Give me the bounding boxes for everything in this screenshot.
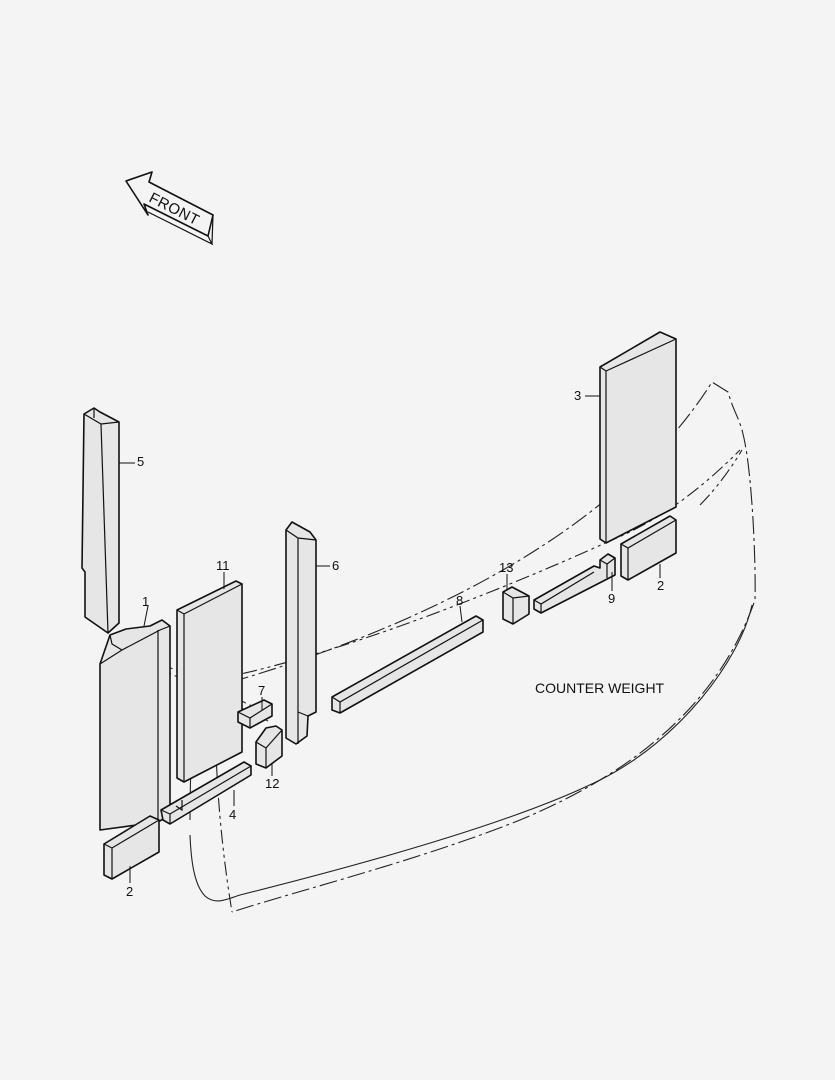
- part-7-bar: [237, 699, 273, 729]
- leader-lines: [119, 395, 661, 883]
- part-2-block-right: [620, 515, 677, 581]
- callout-12: 12: [265, 776, 279, 791]
- callout-6: 6: [332, 558, 339, 573]
- callout-2-right: 2: [657, 578, 664, 593]
- part-8-bar: [331, 615, 484, 714]
- callout-4: 4: [229, 807, 236, 822]
- callout-2-left: 2: [126, 884, 133, 899]
- callout-5: 5: [137, 454, 144, 469]
- callout-13: 13: [499, 560, 513, 575]
- part-11-plate: [176, 580, 243, 783]
- part-13-block: [502, 586, 530, 625]
- part-1-plate: [99, 619, 171, 831]
- assembly-label: COUNTER WEIGHT: [535, 680, 665, 696]
- part-9-bar: [533, 553, 616, 614]
- part-2-block-left: [103, 815, 160, 880]
- front-arrow-icon: FRONT: [125, 171, 214, 246]
- part-12-block: [255, 725, 283, 769]
- callout-9: 9: [608, 591, 615, 606]
- callout-11: 11: [216, 558, 230, 573]
- part-3-plate: [599, 331, 677, 544]
- callout-7: 7: [258, 683, 265, 698]
- callout-3: 3: [574, 388, 581, 403]
- part-4-rail: [160, 761, 252, 825]
- part-5-plate: [81, 407, 120, 634]
- part-6-plate: [285, 521, 317, 745]
- callout-8: 8: [456, 593, 463, 608]
- callout-1: 1: [142, 594, 149, 609]
